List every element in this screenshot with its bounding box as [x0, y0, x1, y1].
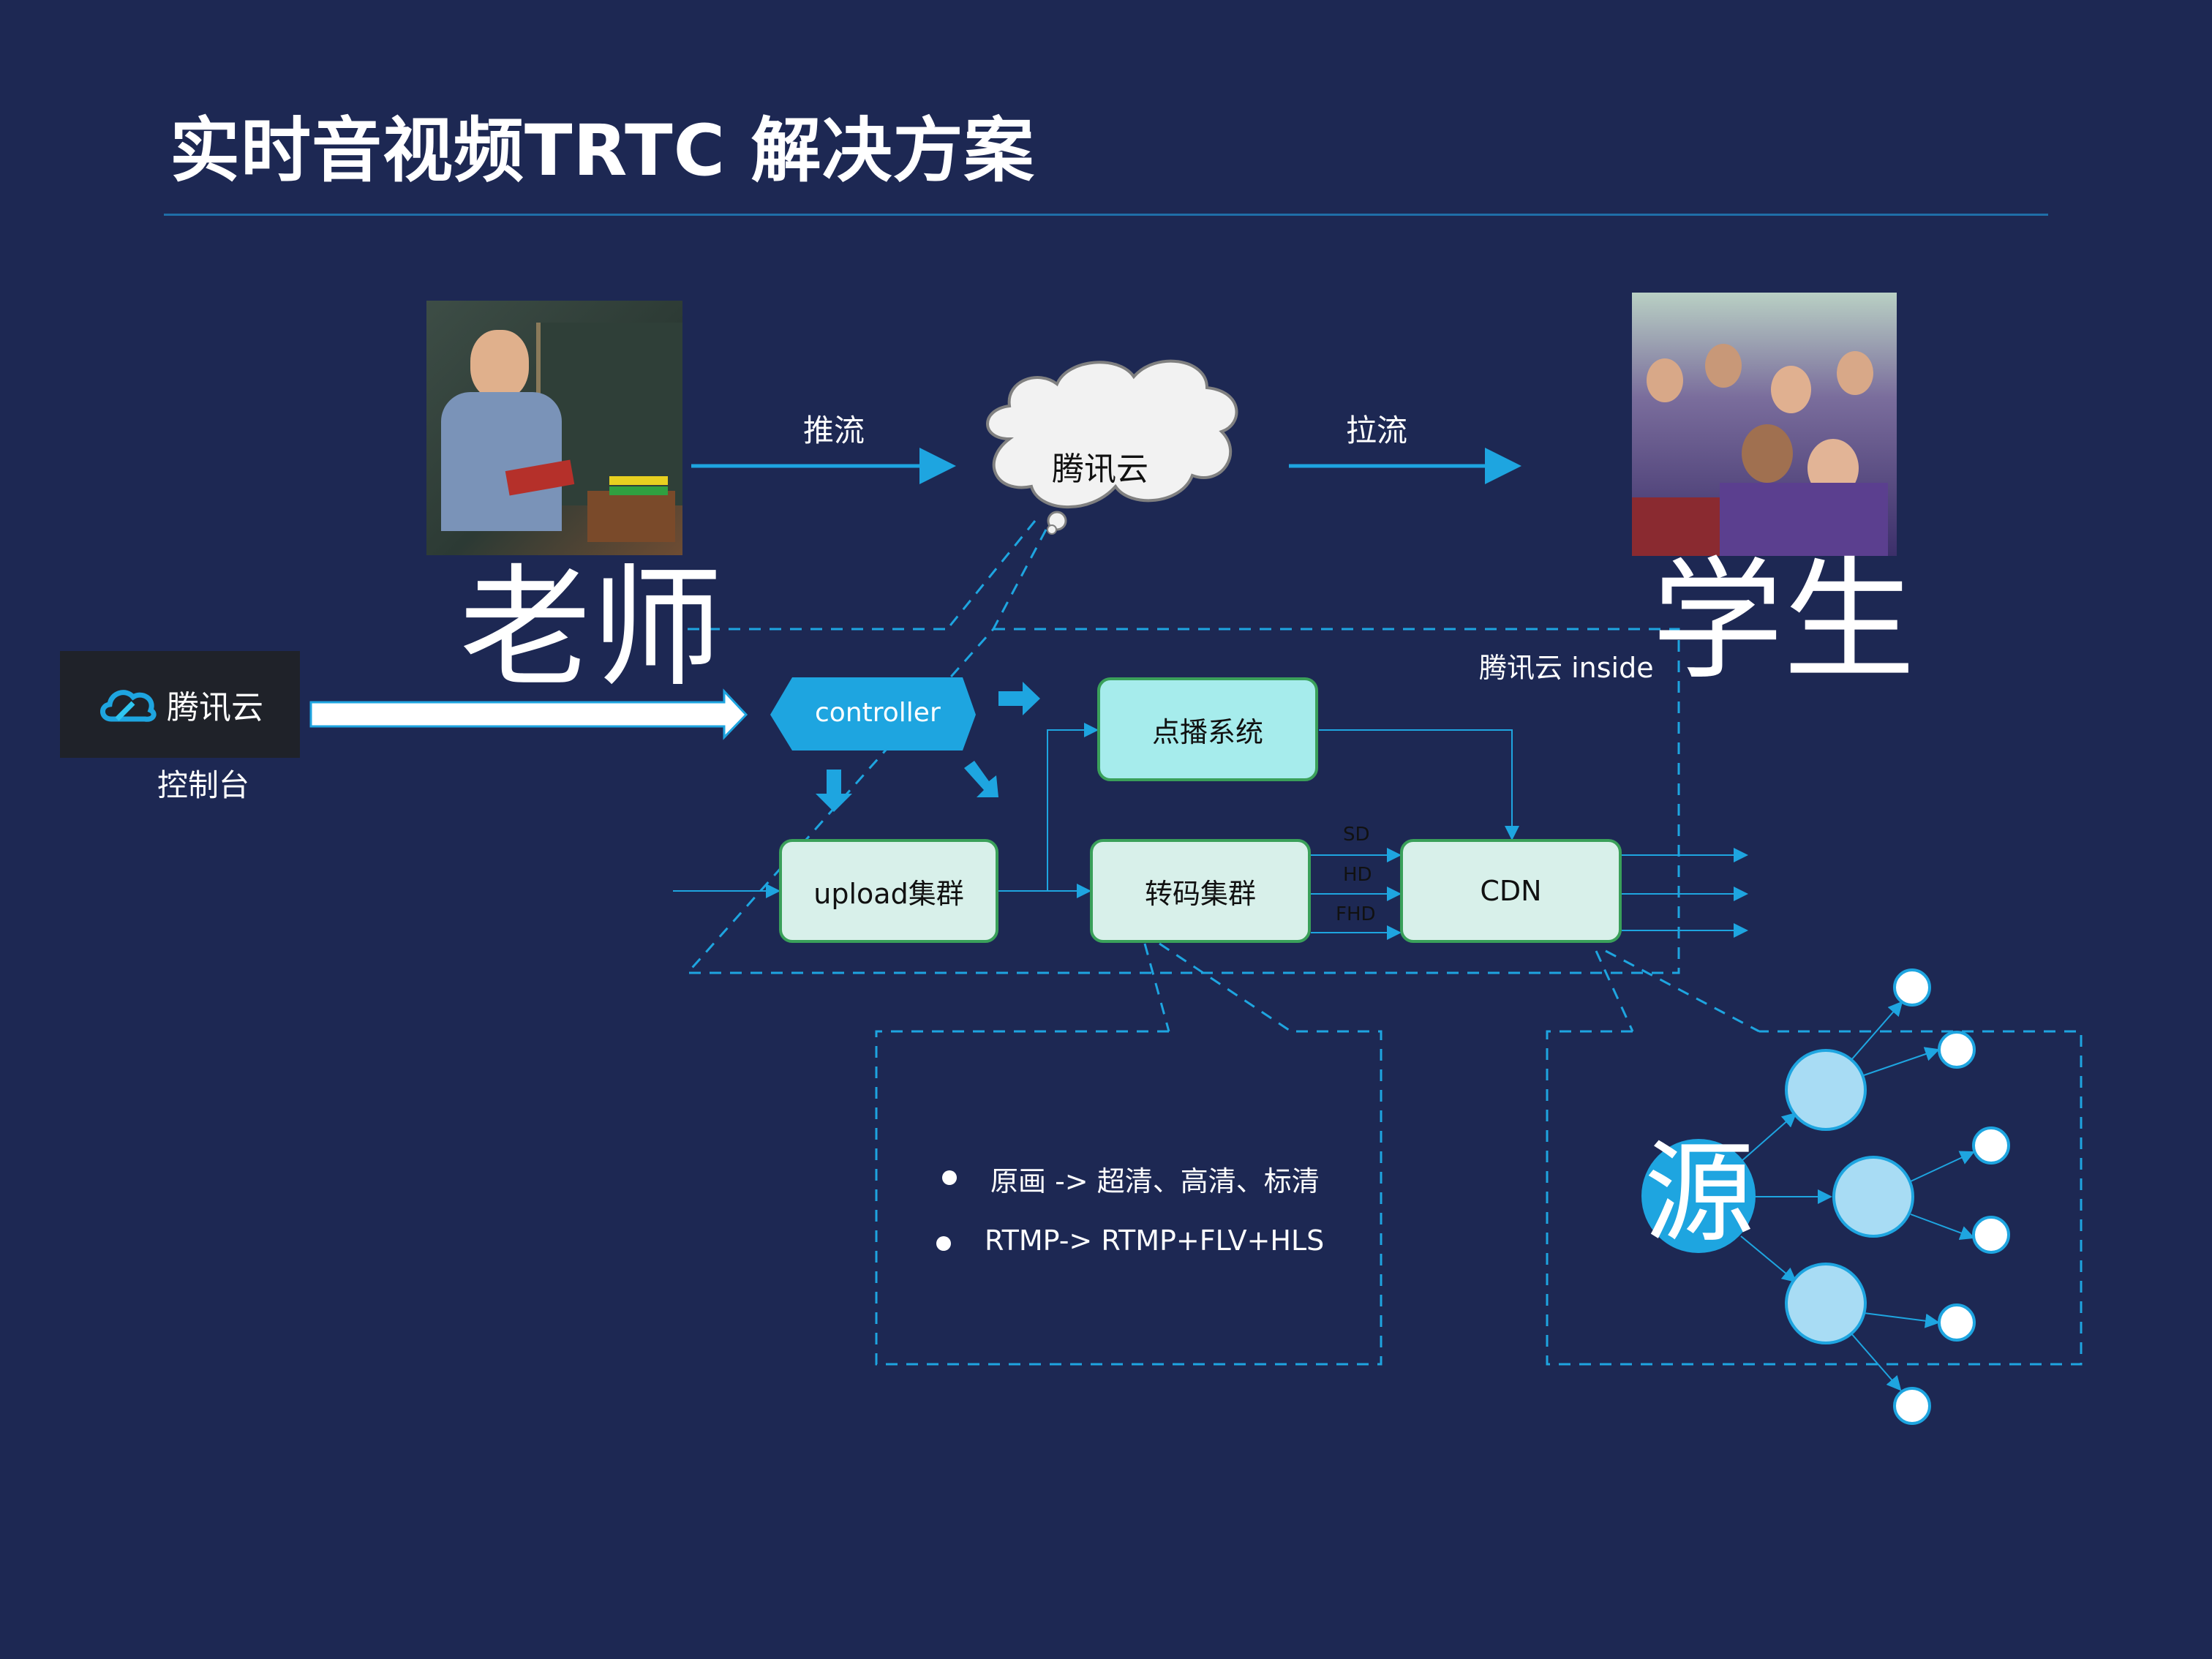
- teacher-label: 老师: [459, 563, 723, 695]
- leaf-node-5: [1939, 1305, 1974, 1340]
- upload-cluster-node: upload集群: [779, 839, 998, 943]
- console-logo-text: 腾讯云: [167, 681, 263, 728]
- hub-node-2: [1834, 1157, 1913, 1236]
- upload-cluster-label: upload集群: [813, 871, 963, 911]
- cloud-label: 腾讯云: [1052, 443, 1148, 489]
- console-caption: 控制台: [157, 761, 249, 805]
- transcode-cluster-node: 转码集群: [1090, 839, 1311, 943]
- push-label: 推流: [803, 406, 865, 451]
- vod-system-label: 点播系统: [1152, 710, 1263, 750]
- teacher-photo: [426, 301, 682, 555]
- source-label: 源: [1644, 1135, 1754, 1252]
- student-label: 学生: [1652, 556, 1915, 688]
- quality-sd-label: SD: [1343, 824, 1370, 846]
- transcode-cluster-label: 转码集群: [1145, 871, 1256, 911]
- quality-fhd-label: FHD: [1336, 903, 1376, 925]
- small-arrow-down: [816, 770, 852, 812]
- leaf-node-6: [1895, 1388, 1930, 1423]
- hub-node-1: [1786, 1050, 1865, 1129]
- small-arrow-diag: [964, 761, 998, 797]
- note-1: 原画 -> 超清、高清、标清: [990, 1159, 1320, 1199]
- note-2: RTMP-> RTMP+FLV+HLS: [985, 1224, 1324, 1257]
- controller-label: controller: [815, 698, 941, 728]
- cdn-label: CDN: [1480, 875, 1541, 907]
- cdn-node: CDN: [1400, 839, 1622, 943]
- note-bullet-1: [942, 1170, 957, 1185]
- pull-label: 拉流: [1346, 406, 1407, 451]
- small-arrow-right: [998, 682, 1040, 715]
- hub-node-3: [1786, 1264, 1865, 1343]
- leaf-node-1: [1895, 970, 1930, 1005]
- inside-label: 腾讯云 inside: [1479, 645, 1654, 685]
- vod-system-node: 点播系统: [1097, 677, 1318, 781]
- console-logo-box[interactable]: 腾讯云: [60, 651, 300, 758]
- note-bullet-2: [936, 1236, 951, 1251]
- students-photo: [1632, 293, 1897, 556]
- leaf-node-4: [1974, 1217, 2009, 1252]
- quality-hd-label: HD: [1343, 864, 1372, 886]
- leaf-node-3: [1974, 1128, 2009, 1163]
- leaf-node-2: [1939, 1032, 1974, 1067]
- cloud-logo-icon: [97, 684, 158, 725]
